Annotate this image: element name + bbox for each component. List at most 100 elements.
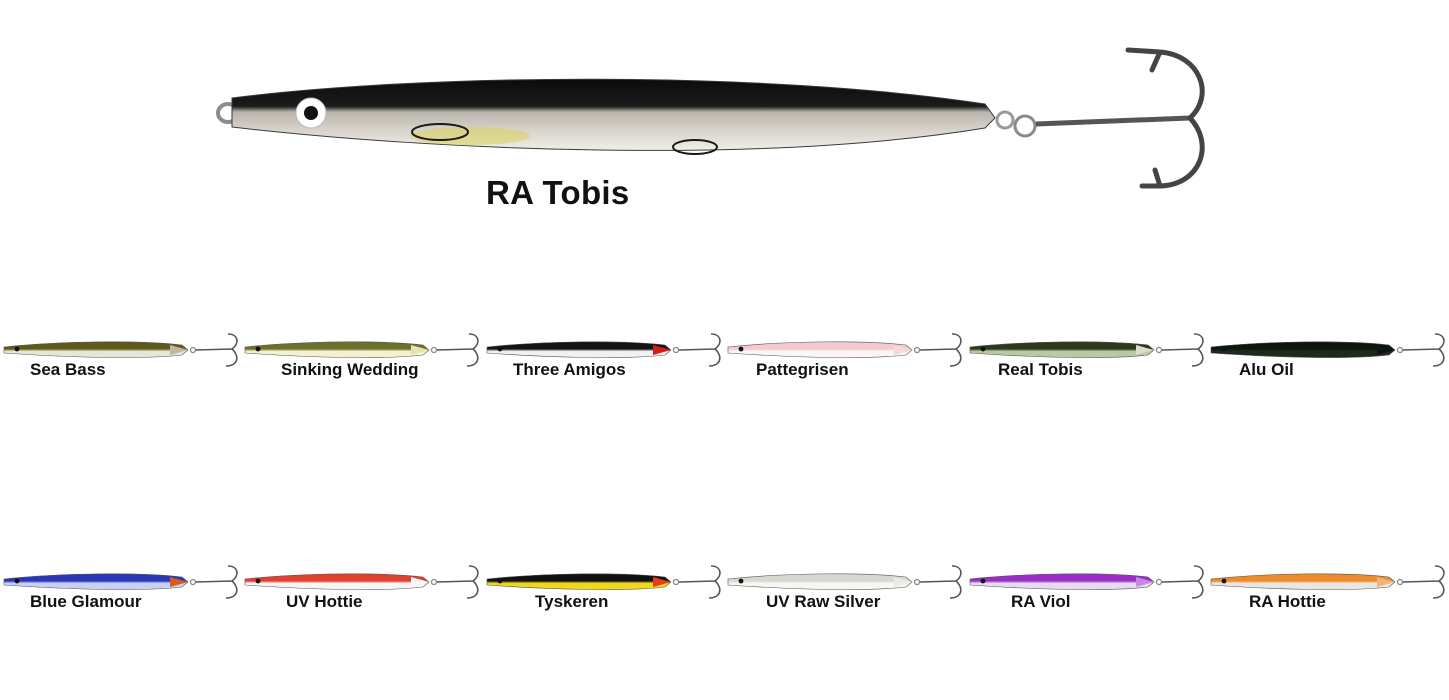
lure-body [727, 341, 913, 358]
lure-card: Tyskeren [483, 562, 724, 632]
lure-name: Real Tobis [998, 360, 1083, 379]
lure-body [969, 573, 1155, 590]
hero-section: RA Tobis [0, 0, 1449, 235]
lure-name: UV Hottie [286, 592, 363, 611]
lure-tail [1136, 577, 1154, 587]
lure-body [3, 573, 189, 590]
lure-body [231, 78, 996, 151]
lure-name: Sinking Wedding [281, 360, 419, 379]
split-ring [913, 346, 921, 354]
lure-tail [1377, 345, 1395, 355]
lure-card: RA Hottie [1207, 562, 1448, 632]
scale-mark [411, 123, 469, 141]
lure-name: Sea Bass [30, 360, 106, 379]
treble-hook [678, 333, 721, 367]
treble-hook [1161, 333, 1204, 367]
lure-name: Tyskeren [535, 592, 609, 611]
lure-tail [894, 577, 912, 587]
lure-name: UV Raw Silver [766, 592, 881, 611]
lure-card: Alu Oil [1207, 330, 1448, 400]
split-ring [189, 578, 197, 586]
lure-card: Sinking Wedding [241, 330, 482, 400]
lure-image [1210, 333, 1445, 367]
eye-icon [255, 578, 261, 584]
hero-lure-image [216, 47, 1205, 189]
split-ring [995, 110, 1015, 130]
treble-hook [1402, 333, 1445, 367]
lure-image [486, 333, 721, 367]
split-ring [1013, 114, 1037, 138]
hook-shank [1035, 115, 1191, 127]
hero-title: RA Tobis [486, 174, 630, 211]
lure-card: Real Tobis [966, 330, 1207, 400]
lure-image [727, 565, 962, 599]
lure-image [3, 565, 238, 599]
eye-icon [1221, 578, 1227, 584]
split-ring [430, 346, 438, 354]
treble-hook [919, 333, 962, 367]
split-ring [1155, 578, 1163, 586]
lure-name: RA Viol [1011, 592, 1071, 611]
lure-tail [411, 577, 429, 587]
split-ring [1396, 578, 1404, 586]
treble-hook [195, 565, 238, 599]
eye-icon [980, 578, 986, 584]
scale-mark [672, 139, 718, 155]
eye-icon [738, 578, 744, 584]
lure-name: Alu Oil [1239, 360, 1294, 379]
lure-body [727, 573, 913, 590]
eye-icon [980, 346, 986, 352]
lure-card: Sea Bass [0, 330, 241, 400]
treble-hook [436, 333, 479, 367]
eye-icon [1221, 346, 1227, 352]
lure-body [486, 341, 672, 358]
split-ring [672, 346, 680, 354]
split-ring [430, 578, 438, 586]
lure-card: UV Hottie [241, 562, 482, 632]
treble-hook [919, 565, 962, 599]
lure-name: RA Hottie [1249, 592, 1326, 611]
lure-name: Blue Glamour [30, 592, 142, 611]
eye-icon [14, 346, 20, 352]
eye-icon [255, 346, 261, 352]
eye-icon [497, 578, 503, 584]
lure-card: Blue Glamour [0, 562, 241, 632]
lure-tail [1377, 577, 1395, 587]
lure-image [969, 333, 1204, 367]
lure-card: Pattegrisen [724, 330, 965, 400]
lure-image [486, 565, 721, 599]
lure-body [969, 341, 1155, 358]
treble-hook [678, 565, 721, 599]
hook-point-upper [1125, 47, 1205, 121]
treble-hook [436, 565, 479, 599]
split-ring [672, 578, 680, 586]
eye-icon [738, 346, 744, 352]
lure-body [1210, 341, 1396, 358]
pupil [304, 106, 318, 120]
split-ring [1155, 346, 1163, 354]
lure-name: Pattegrisen [756, 360, 849, 379]
lure-tail [411, 345, 429, 355]
treble-hook [1402, 565, 1445, 599]
split-ring [1396, 346, 1404, 354]
lure-image [244, 565, 479, 599]
lure-image [969, 565, 1204, 599]
lure-body [486, 573, 672, 590]
lure-tail [170, 577, 188, 587]
split-ring [913, 578, 921, 586]
lure-tail [894, 345, 912, 355]
lure-tail [170, 345, 188, 355]
lure-body [1210, 573, 1396, 590]
lure-image [1210, 565, 1445, 599]
split-ring [189, 346, 197, 354]
lure-name: Three Amigos [513, 360, 626, 379]
lure-card: UV Raw Silver [724, 562, 965, 632]
lure-card: Three Amigos [483, 330, 724, 400]
lure-image [727, 333, 962, 367]
treble-hook [195, 333, 238, 367]
lure-body [3, 341, 189, 358]
lure-image [3, 333, 238, 367]
yellow-accent [410, 127, 530, 145]
lure-body [244, 341, 430, 358]
lure-tail [1136, 345, 1154, 355]
